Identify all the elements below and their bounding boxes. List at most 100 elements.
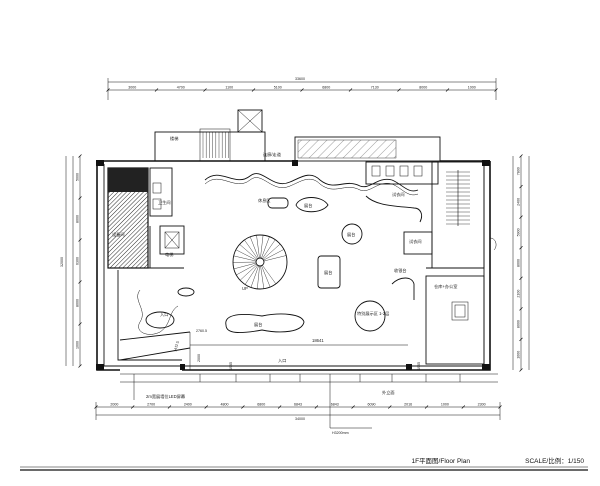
label-fitting2: 试衣间 (409, 238, 422, 245)
dim-tick (397, 88, 401, 92)
dim-tick (78, 322, 82, 326)
label-storage: 仓库+办公室 (434, 283, 457, 290)
dim-right: 2100 (517, 290, 521, 298)
dim-left: 8000 (76, 299, 80, 307)
spiral-tread (262, 243, 281, 260)
label-display-2: 展台 (347, 231, 355, 238)
dim-top: 6800 (322, 86, 330, 90)
dim-left: 8000 (76, 215, 80, 223)
label-dark-room: 设备间 (112, 231, 125, 238)
spiral-tread (233, 262, 257, 270)
spiral-tread (261, 236, 270, 259)
dim-bottom: 6800 (257, 403, 265, 407)
dim-bottom: 4800 (221, 403, 229, 407)
dim-tick (445, 88, 450, 92)
dim-tick (241, 405, 245, 409)
spiral-tread (239, 264, 258, 281)
dim-right: 5900 (517, 228, 521, 236)
height-note: H3200mm (332, 431, 349, 435)
dim-tick (494, 88, 498, 92)
dim-tick (78, 280, 82, 284)
dim-tick (78, 196, 82, 200)
dim-bottom-overall: 34000 (295, 417, 305, 421)
dim-tick (78, 238, 82, 242)
label-display-3: 展台 (324, 269, 332, 276)
dim-tick (388, 405, 392, 409)
dim-bottom: 2000 (110, 403, 118, 407)
label-corridor-top: 连廊/走道 (263, 151, 282, 158)
dim-right: 7800 (517, 167, 521, 175)
dim-bottom: 6090 (367, 403, 375, 407)
dim-tick (314, 405, 319, 409)
label-entrance-left: 入口 (160, 312, 168, 317)
dim-left-overall: 32000 (60, 257, 64, 267)
left-core: 设备间 卫生间 电梯 (107, 167, 185, 269)
dim-e: 1985 (417, 362, 421, 370)
spiral-tread (257, 265, 260, 289)
spiral-tread (236, 263, 257, 276)
top-annex: 连廊/走道 楼梯 (154, 109, 441, 162)
spiral-tread (260, 235, 264, 259)
footer: 1F平面图/Floor Plan SCALE/比例：1/150 (20, 456, 588, 471)
spiral-tread (244, 265, 258, 285)
dim-right: 8000 (517, 259, 521, 267)
dim-left: 6300 (76, 257, 80, 265)
dim-tick (94, 405, 98, 409)
dim-b: 2000 (197, 354, 201, 362)
label-lift: 电梯 (165, 251, 173, 258)
label-rest-area: 休息区 (258, 197, 271, 204)
dim-tick (424, 405, 429, 409)
dim-left: 1000 (76, 341, 80, 349)
footer-title: 1F平面图/Floor Plan (411, 457, 470, 465)
spiral-tread (261, 265, 271, 288)
dim-top: 7130 (371, 86, 379, 90)
dim-right: 1000 (517, 351, 521, 359)
label-wc: 卫生间 (158, 199, 171, 206)
spiral-core (255, 257, 265, 267)
label-service: 收银台 (394, 267, 407, 274)
spiral-tread (239, 244, 258, 260)
dim-top-overall: 33600 (295, 77, 305, 81)
label-model: 特别展示区 1-2层 (357, 310, 389, 317)
dim-tick (167, 405, 172, 409)
dim-bottom: 2016 (404, 403, 412, 407)
dim-tick (461, 405, 466, 409)
dim-top: 8000 (419, 86, 427, 90)
building-walls (96, 160, 491, 371)
label-up: UP (242, 286, 248, 291)
right-dimensions: 7800 2400 5900 8000 2100 8000 1000 (512, 154, 530, 372)
dim-a: 2760.5 (196, 329, 207, 333)
left-entrance: 2760.5 1412.5 2000 1985 1985 2m宽展墙位LED屏幕 (117, 270, 421, 400)
right-rooms: 试衣间 试衣间 收银台 仓库+办公室 (365, 161, 497, 365)
spiral-tread (235, 249, 257, 261)
spiral-tread (256, 235, 260, 259)
dim-bottom: 2700 (147, 403, 155, 407)
dim-tick (519, 337, 523, 342)
spiral-tread (250, 236, 259, 259)
dim-tick (106, 88, 110, 92)
dim-span: 18641 (312, 338, 324, 343)
dim-top: 4700 (177, 86, 185, 90)
dim-tick (519, 215, 523, 219)
spiral-tread (263, 249, 284, 261)
dim-right: 8000 (517, 320, 521, 328)
dim-tick (498, 405, 502, 409)
dim-tick (78, 154, 82, 158)
dim-tick (519, 307, 523, 311)
dim-right: 2400 (517, 198, 521, 206)
dim-tick (519, 368, 523, 372)
label-dress: 试衣间 (392, 191, 405, 198)
label-display-1: 展台 (304, 202, 312, 209)
dim-tick (277, 405, 282, 409)
dim-bottom: 6843 (294, 403, 302, 407)
spiral-tread (250, 265, 259, 288)
central-area: 休息区 展台 展台 展台 UP 展台 特别展示区 1-2层 18641 入口 (160, 173, 419, 346)
dim-top: 3000 (128, 86, 136, 90)
label-entrance-mid: 入口 (278, 358, 286, 363)
spiral-tread (233, 255, 257, 262)
dim-bottom: 2400 (184, 403, 192, 407)
dim-bottom: 6843 (331, 403, 339, 407)
